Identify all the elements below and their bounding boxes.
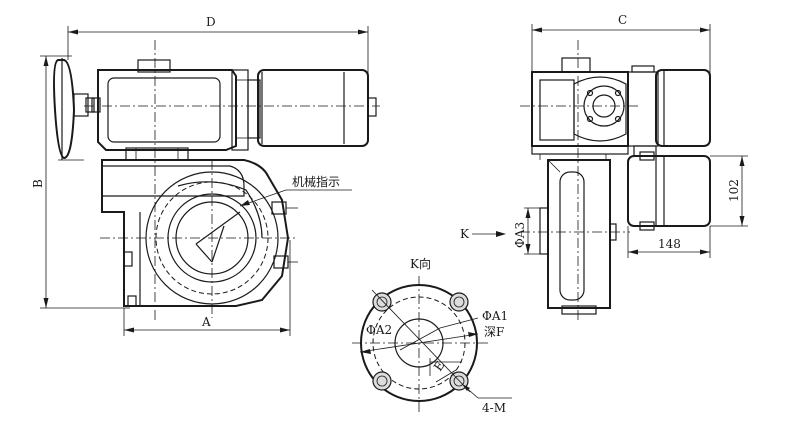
side-centerlines xyxy=(520,40,640,320)
side-motor-bottom xyxy=(627,145,711,231)
dimension-phi-a3: ΦA3 xyxy=(513,207,548,255)
indicator-callout: 机械指示 xyxy=(239,174,352,207)
dimension-102: 102 xyxy=(710,155,748,227)
dimension-b-label: B xyxy=(31,179,45,188)
indicator-label: 机械指示 xyxy=(292,174,340,189)
dimension-102-label: 102 xyxy=(727,179,741,202)
dimension-a-label: A xyxy=(201,315,211,329)
lower-body xyxy=(101,159,298,307)
dimension-148: 148 xyxy=(627,226,711,258)
k-view: K向 ΦA1 深F ΦA2 E 4-M xyxy=(352,256,512,415)
k-view-phi-a2: ΦA2 xyxy=(366,323,392,337)
side-view: C xyxy=(460,13,748,320)
top-gearbox xyxy=(91,59,249,151)
dimension-d: D xyxy=(67,15,369,95)
k-view-bolt-e: E xyxy=(431,359,447,374)
handwheel xyxy=(53,58,95,161)
dimension-c: C xyxy=(531,13,711,80)
k-view-holes: 4-M xyxy=(482,401,506,415)
dimension-148-label: 148 xyxy=(658,237,681,251)
side-lower-body xyxy=(539,159,617,315)
dimension-d-label: D xyxy=(206,15,216,29)
k-view-phi-a1: ΦA1 xyxy=(482,309,508,323)
dimension-c-label: C xyxy=(618,13,627,27)
side-motor-top xyxy=(627,65,711,147)
dimension-b: B xyxy=(31,55,130,309)
view-arrow-k: K xyxy=(460,227,506,241)
front-view: D B xyxy=(31,15,380,336)
k-view-title: K向 xyxy=(410,256,431,271)
front-centerlines xyxy=(84,40,380,320)
side-top-gearbox xyxy=(531,57,629,160)
dimension-a: A xyxy=(123,240,291,336)
view-arrow-k-label: K xyxy=(460,227,470,241)
motor xyxy=(247,69,377,147)
dimension-phi-a3-label: ΦA3 xyxy=(513,222,527,248)
k-view-depth: 深F xyxy=(484,325,504,339)
